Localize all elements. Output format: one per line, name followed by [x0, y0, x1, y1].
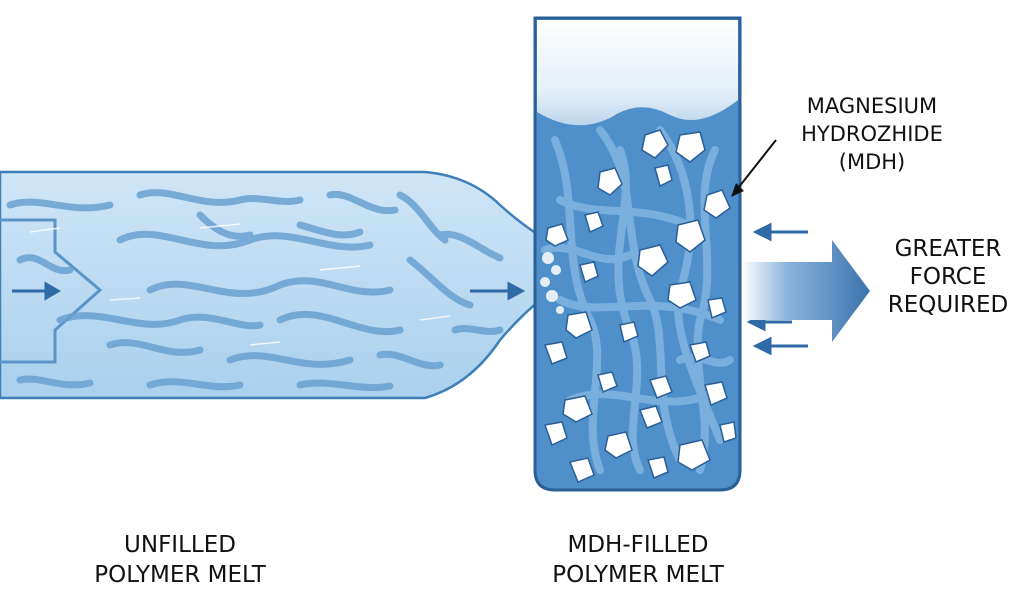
mdh-filled-tube	[533, 16, 742, 492]
flow-transition	[540, 252, 564, 314]
mdh-label-line2: HYDROZHIDE	[801, 122, 943, 146]
mdh-label-line3: (MDH)	[839, 150, 905, 174]
greater-force-arrow	[742, 240, 870, 342]
mdh-label-line1: MAGNESIUM	[807, 94, 937, 118]
flow-direction-chevron	[0, 218, 103, 364]
unfilled-melt-channel	[0, 170, 557, 400]
flow-arrows	[12, 281, 526, 301]
mdh-particles	[543, 129, 737, 483]
force-label-line3: REQUIRED	[888, 292, 1008, 318]
unfilled-label-line2: POLYMER MELT	[94, 562, 266, 588]
filled-label-line1: MDH-FILLED	[567, 532, 708, 558]
mdh-pointer	[731, 139, 777, 197]
unfilled-label-line1: UNFILLED	[124, 532, 236, 558]
force-label-line1: GREATER	[895, 236, 1002, 262]
polymer-chains	[6, 189, 504, 392]
filled-label-line2: POLYMER MELT	[552, 562, 724, 588]
force-label-line2: FORCE	[910, 264, 987, 290]
